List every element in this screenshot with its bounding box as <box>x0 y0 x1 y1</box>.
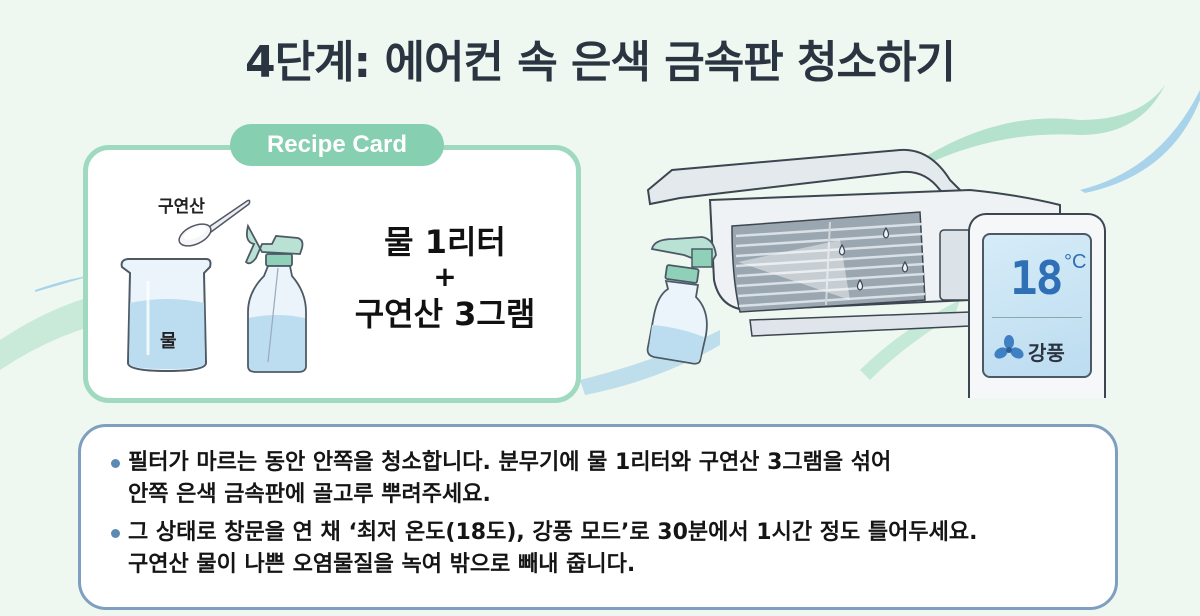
formula-citric-acid: 구연산 3그램 <box>354 295 536 333</box>
instruction-line: 필터가 마르는 동안 안쪽을 청소합니다. 분무기에 물 1리터와 구연산 3그… <box>128 450 892 475</box>
air-conditioner-illustration <box>646 148 1061 337</box>
instruction-line: 안쪽 은색 금속판에 골고루 뿌려주세요. <box>128 482 491 507</box>
bullet-icon <box>111 459 120 468</box>
recipe-formula: 물 1리터 + 구연산 3그램 <box>340 222 550 336</box>
remote-lcd-screen: 18 °C 강풍 <box>982 233 1092 378</box>
temperature-value: 18 <box>1010 251 1063 305</box>
bullet-icon <box>111 529 120 538</box>
lcd-divider <box>992 317 1082 318</box>
formula-water: 물 1리터 <box>384 223 506 261</box>
recipe-card-tab: Recipe Card <box>230 124 444 166</box>
citric-acid-label: 구연산 <box>158 197 205 217</box>
page-title: 4단계: 에어컨 속 은색 금속판 청소하기 <box>244 37 956 88</box>
fan-icon <box>994 335 1024 359</box>
formula-plus: + <box>433 260 457 293</box>
spray-bottle-spraying-icon <box>646 236 717 365</box>
spray-bottle-icon <box>244 223 307 373</box>
fan-mode-label: 강풍 <box>1028 341 1065 365</box>
beaker-icon <box>120 258 212 373</box>
instruction-line: 그 상태로 창문을 연 채 ‘최저 온도(18도), 강풍 모드’로 30분에서… <box>128 520 978 545</box>
instructions-box: 필터가 마르는 동안 안쪽을 청소합니다. 분무기에 물 1리터와 구연산 3그… <box>78 424 1118 610</box>
instruction-item: 필터가 마르는 동안 안쪽을 청소합니다. 분무기에 물 1리터와 구연산 3그… <box>111 447 1115 511</box>
remote-temperature: 18 <box>1010 251 1063 305</box>
remote-control: 18 °C 강풍 <box>968 213 1106 398</box>
instruction-line: 구연산 물이 나쁜 오염물질을 녹여 밖으로 빼내 줍니다. <box>128 552 636 577</box>
water-label: 물 <box>160 331 177 352</box>
instruction-item: 그 상태로 창문을 연 채 ‘최저 온도(18도), 강풍 모드’로 30분에서… <box>111 517 1115 581</box>
temperature-unit: °C <box>1064 251 1087 273</box>
spoon-icon <box>178 199 251 247</box>
